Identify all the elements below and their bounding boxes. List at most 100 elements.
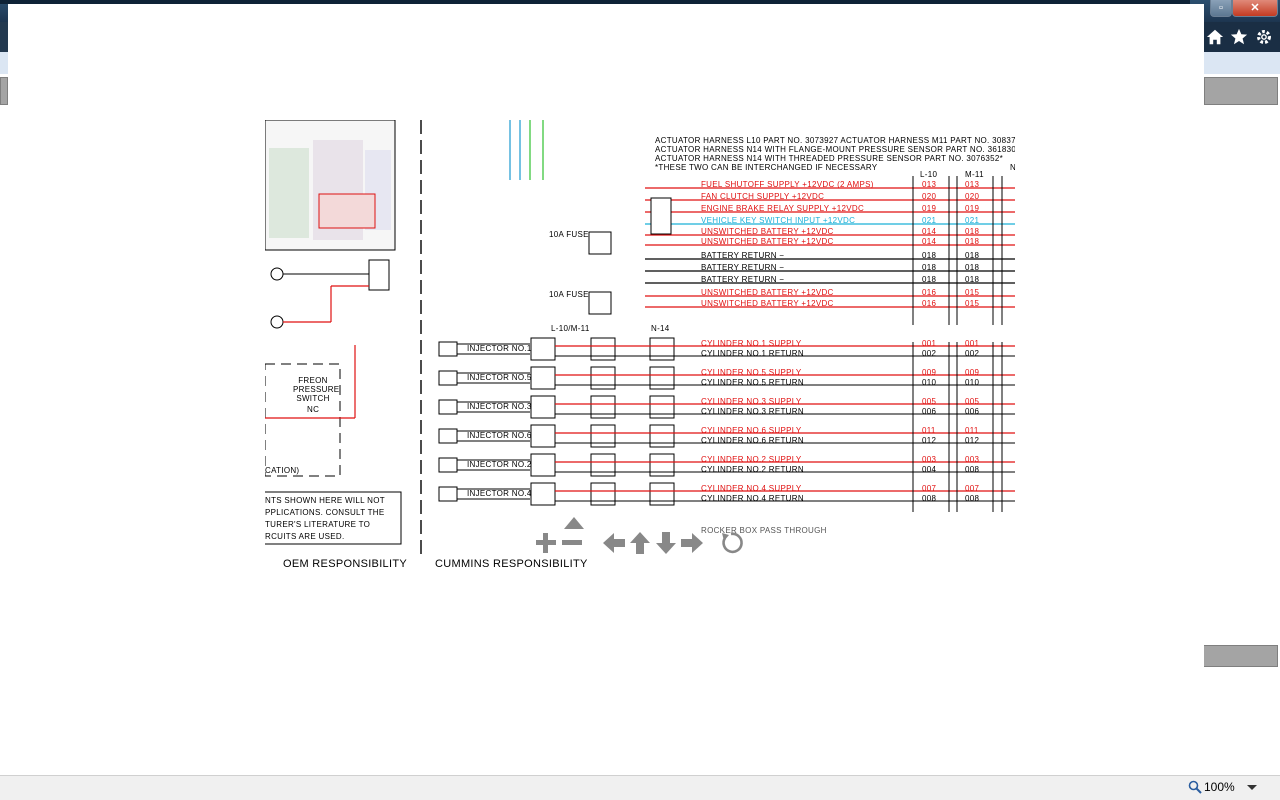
upper-circuit-label: ENGINE BRAKE RELAY SUPPLY +12VDC xyxy=(701,204,865,213)
injector-name: INJECTOR NO.3 xyxy=(467,402,532,411)
freon-switch-box xyxy=(265,363,341,477)
upper-circuit-l10-code: 018 xyxy=(922,275,937,284)
freon-pressure-switch-label: FREON PRESSURE SWITCH xyxy=(293,376,340,403)
zoom-level: 100% xyxy=(1204,780,1235,794)
column-header-l10: L-10 xyxy=(920,170,938,179)
upper-circuit-label: FUEL SHUTOFF SUPPLY +12VDC (2 AMPS) xyxy=(701,180,874,189)
reset-view-icon[interactable] xyxy=(718,530,744,556)
injector-connector-m11 xyxy=(590,424,616,448)
cylinder-supply-l10: 009 xyxy=(922,368,937,377)
upper-circuit-m11-code: 018 xyxy=(965,237,980,246)
injector-connector-n14 xyxy=(649,453,675,477)
oem-responsibility-label: OEM RESPONSIBILITY xyxy=(283,558,407,570)
fuse-label-lower: 10A FUSE xyxy=(549,290,589,299)
close-window-button[interactable]: ✕ xyxy=(1232,0,1278,17)
right-command-bar xyxy=(1204,52,1280,74)
zoom-dropdown-chevron-icon[interactable] xyxy=(1247,785,1257,790)
cylinder-supply-l10: 007 xyxy=(922,484,937,493)
pan-up-arrow-icon[interactable] xyxy=(627,530,653,556)
injector-connector-m11 xyxy=(590,482,616,506)
injector-connector-n14 xyxy=(649,482,675,506)
injector-plug xyxy=(438,457,458,473)
cylinder-supply-l10: 011 xyxy=(922,426,936,435)
cylinder-supply-label: CYLINDER NO.2 SUPPLY xyxy=(701,455,802,464)
cylinder-supply-label: CYLINDER NO.6 SUPPLY xyxy=(701,426,802,435)
battery-terminal xyxy=(270,315,284,329)
injector-plug xyxy=(438,370,458,386)
upper-circuit-m11-code: 021 xyxy=(965,216,980,225)
cylinder-return-l10: 010 xyxy=(922,378,937,387)
left-scroll-tab[interactable] xyxy=(0,77,8,105)
pan-left-icon[interactable] xyxy=(601,530,627,556)
note-line-3: TURER'S LITERATURE TO xyxy=(265,520,371,529)
upper-circuit-m11-code: 018 xyxy=(965,251,980,260)
zoom-magnifier-icon xyxy=(1188,780,1202,794)
cylinder-return-label: CYLINDER NO.2 RETURN xyxy=(701,465,804,474)
pan-up-icon[interactable] xyxy=(563,516,585,530)
upper-circuit-label: UNSWITCHED BATTERY +12VDC xyxy=(701,299,834,308)
upper-circuit-l10-code: 016 xyxy=(922,288,937,297)
cummins-responsibility-label: CUMMINS RESPONSIBILITY xyxy=(435,558,588,570)
cylinder-supply-label: CYLINDER NO.1 SUPPLY xyxy=(701,339,802,348)
engine-connector-upper xyxy=(650,197,672,235)
cylinder-return-label: CYLINDER NO.6 RETURN xyxy=(701,436,804,445)
settings-gear-icon[interactable] xyxy=(1253,26,1275,48)
cylinder-supply-m11: 003 xyxy=(965,455,980,464)
injector-connector-n14 xyxy=(649,366,675,390)
note-line-4: RCUITS ARE USED. xyxy=(265,532,345,541)
pan-down-icon[interactable] xyxy=(653,530,679,556)
zoom-out-icon[interactable] xyxy=(559,530,585,556)
upper-circuit-l10-code: 016 xyxy=(922,299,937,308)
rocker-box-label: ROCKER BOX PASS THROUGH xyxy=(701,526,827,535)
cylinder-supply-l10: 005 xyxy=(922,397,937,406)
note-line-2: PPLICATIONS. CONSULT THE xyxy=(265,508,385,517)
upper-circuit-label: UNSWITCHED BATTERY +12VDC xyxy=(701,227,834,236)
connector-group-n14: N-14 xyxy=(651,324,670,333)
cylinder-return-m11: 012 xyxy=(965,436,980,445)
upper-circuit-m11-code: 019 xyxy=(965,204,980,213)
pan-right-icon[interactable] xyxy=(679,530,705,556)
upper-circuit-l10-code: 019 xyxy=(922,204,937,213)
wiring-diagram[interactable]: ACTUATOR HARNESS L10 PART NO. 3073927 AC… xyxy=(265,120,1015,575)
injector-name: INJECTOR NO.5 xyxy=(467,373,532,382)
injector-connector-m11 xyxy=(590,395,616,419)
cylinder-supply-l10: 003 xyxy=(922,455,937,464)
injector-plug xyxy=(438,486,458,502)
cylinder-return-l10: 012 xyxy=(922,436,937,445)
upper-circuit-l10-code: 013 xyxy=(922,180,937,189)
right-panel-tab[interactable] xyxy=(1204,77,1278,105)
upper-circuit-l10-code: 014 xyxy=(922,237,937,246)
upper-circuit-m11-code: 013 xyxy=(965,180,980,189)
cylinder-return-m11: 008 xyxy=(965,465,980,474)
zoom-control[interactable]: 100% xyxy=(1188,780,1235,794)
titlebar-shade xyxy=(0,0,1190,4)
upper-circuit-m11-code: 018 xyxy=(965,275,980,284)
oem-connector xyxy=(368,259,390,291)
upper-circuit-m11-code: 018 xyxy=(965,263,980,272)
home-icon[interactable] xyxy=(1204,26,1226,48)
right-panel-lower-tab[interactable] xyxy=(1195,645,1278,667)
overview-thumbnail[interactable] xyxy=(265,120,396,251)
cylinder-supply-m11: 009 xyxy=(965,368,980,377)
injector-plug xyxy=(438,341,458,357)
cylinder-return-label: CYLINDER NO.1 RETURN xyxy=(701,349,804,358)
status-bar: 100% xyxy=(0,775,1280,800)
column-header-n: N xyxy=(1010,163,1015,172)
favorites-star-icon[interactable] xyxy=(1228,26,1250,48)
cylinder-supply-label: CYLINDER NO.4 SUPPLY xyxy=(701,484,802,493)
harness-note-4: *THESE TWO CAN BE INTERCHANGED IF NECESS… xyxy=(655,163,878,172)
cylinder-return-label: CYLINDER NO.3 RETURN xyxy=(701,407,804,416)
fuse-connector-upper xyxy=(588,231,612,255)
injector-name: INJECTOR NO.1 xyxy=(467,344,532,353)
injector-connector-m11 xyxy=(590,366,616,390)
injector-connector-l10 xyxy=(530,453,556,477)
restore-window-button[interactable]: ▫ xyxy=(1210,0,1232,17)
cylinder-return-m11: 010 xyxy=(965,378,980,387)
upper-circuit-label: BATTERY RETURN − xyxy=(701,275,785,284)
cylinder-supply-m11: 001 xyxy=(965,339,980,348)
injector-connector-l10 xyxy=(530,424,556,448)
zoom-in-icon[interactable] xyxy=(533,530,559,556)
upper-circuit-label: VEHICLE KEY SWITCH INPUT +12VDC xyxy=(701,216,856,225)
injector-connector-l10 xyxy=(530,366,556,390)
left-command-bar xyxy=(0,52,8,74)
